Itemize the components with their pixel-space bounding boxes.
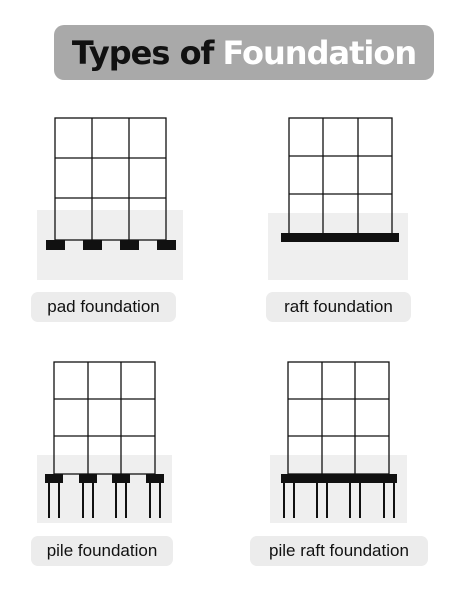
raft-foundation-diagram xyxy=(288,117,393,235)
raft-slab xyxy=(281,233,399,242)
pile-cap xyxy=(146,474,164,483)
piles xyxy=(48,483,161,518)
pad-footings xyxy=(46,240,176,250)
pile-cap xyxy=(45,474,63,483)
title-part-light: Foundation xyxy=(222,33,417,72)
pile-frame xyxy=(53,361,156,475)
pad-footing xyxy=(46,240,65,250)
pile-raft-piles xyxy=(283,483,395,518)
raft-frame xyxy=(288,117,393,235)
pad-frame xyxy=(54,117,167,241)
pad-footing xyxy=(83,240,102,250)
title-part-dark: Types of xyxy=(71,33,215,72)
raft-foundation-label: raft foundation xyxy=(266,292,411,322)
pile-raft-foundation-label: pile raft foundation xyxy=(250,536,428,566)
raft-ground xyxy=(268,213,408,280)
pile-foundation-label: pile foundation xyxy=(31,536,173,566)
pile-cap xyxy=(79,474,97,483)
pad-foundation-label: pad foundation xyxy=(31,292,176,322)
pad-footing xyxy=(157,240,176,250)
pile-foundation-diagram xyxy=(53,361,156,475)
pad-foundation-diagram xyxy=(54,117,167,241)
pile-raft-slab xyxy=(281,474,397,483)
pile-cap xyxy=(112,474,130,483)
pile-raft-foundation-diagram xyxy=(287,361,390,475)
pile-raft-frame xyxy=(287,361,390,475)
pile-caps xyxy=(45,474,164,483)
title-banner: Types of Foundation xyxy=(54,25,434,80)
pad-footing xyxy=(120,240,139,250)
